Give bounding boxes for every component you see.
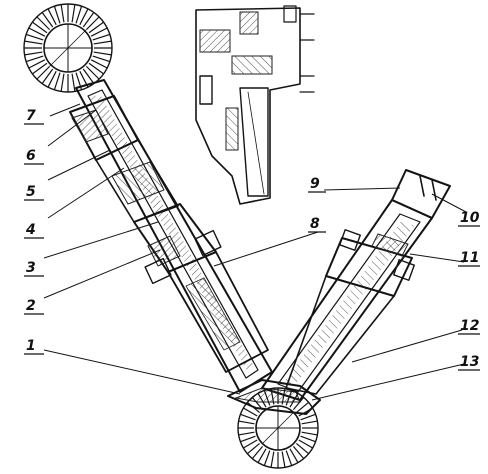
gear-tooth — [295, 401, 310, 414]
callout-5: 5 — [26, 184, 36, 200]
gear-tooth — [238, 431, 255, 436]
gear-tooth — [53, 5, 61, 24]
callout-1: 1 — [26, 338, 36, 354]
gear-tooth — [90, 27, 108, 37]
gear-tooth — [41, 68, 54, 84]
gear-tooth — [47, 70, 57, 88]
upper-bevel-gear — [23, 3, 113, 93]
gear-tooth — [240, 413, 256, 421]
callout-4: 4 — [25, 222, 36, 238]
gear-tooth — [292, 396, 305, 411]
gear-tooth — [25, 55, 44, 63]
gear-tooth — [281, 388, 286, 405]
gear-tooth — [79, 8, 89, 26]
gear-tooth — [300, 413, 316, 421]
gear-tooth — [71, 73, 76, 92]
gear-tooth — [285, 450, 293, 466]
gear-tooth — [32, 21, 48, 34]
callout-2: 2 — [26, 298, 36, 314]
gear-tooth — [301, 420, 318, 425]
gear-tooth — [243, 439, 258, 449]
gear-tooth — [295, 442, 310, 455]
gear-tooth — [246, 401, 261, 414]
gear-tooth — [92, 55, 111, 63]
gear-tooth — [251, 396, 264, 411]
gear-tooth — [240, 435, 256, 443]
gear-teeth — [238, 388, 318, 468]
gear-tooth — [270, 451, 275, 468]
gear-tooth — [92, 33, 111, 41]
left-shaft-housing — [69, 79, 273, 393]
gear-tooth — [32, 62, 48, 75]
callout-8: 8 — [310, 216, 320, 232]
gear-tooth — [257, 448, 267, 463]
gear-tooth — [281, 451, 286, 468]
leader-lines — [43, 103, 467, 401]
gear-teeth — [24, 4, 112, 92]
gear-tooth — [41, 12, 54, 28]
gear-tooth — [93, 40, 112, 45]
gear-tooth — [243, 407, 258, 417]
gear-tooth — [85, 16, 100, 31]
gear-tooth — [24, 51, 43, 56]
gear-tooth — [251, 445, 264, 460]
callout-12: 12 — [460, 318, 479, 334]
gear-tooth — [90, 59, 108, 69]
callout-3: 3 — [26, 260, 36, 276]
gear-tooth — [93, 51, 112, 56]
gear-tooth — [24, 40, 43, 45]
right-shaft-housing — [261, 169, 451, 401]
gear-tooth — [298, 407, 313, 417]
callout-labels: 7 6 5 4 3 2 1 8 9 10 11 12 13 — [24, 108, 480, 371]
gear-tooth — [36, 16, 51, 31]
gear-tooth — [270, 388, 275, 405]
gear-tooth — [238, 420, 255, 425]
gear-tooth — [71, 4, 76, 23]
callout-6: 6 — [26, 148, 36, 164]
callout-7: 7 — [26, 108, 36, 124]
gear-tooth — [88, 21, 104, 34]
gear-tooth — [300, 435, 316, 443]
lower-bevel-gear — [227, 379, 321, 469]
inset-section-view — [195, 5, 315, 205]
gear-tooth — [289, 448, 299, 463]
gear-tooth — [36, 65, 51, 80]
gear-tooth — [263, 450, 271, 466]
gear-tooth — [53, 72, 61, 91]
callout-10: 10 — [460, 210, 480, 226]
gear-tooth — [301, 431, 318, 436]
gear-tooth — [298, 439, 313, 449]
gear-tooth — [75, 5, 83, 24]
gear-tooth — [47, 8, 57, 26]
callout-11: 11 — [460, 250, 479, 266]
gear-tooth — [285, 390, 293, 406]
callout-13: 13 — [460, 354, 479, 370]
gear-tooth — [82, 68, 95, 84]
gear-tooth — [82, 12, 95, 28]
gear-tooth — [60, 73, 65, 92]
gear-tooth — [28, 27, 46, 37]
gear-tooth — [88, 62, 104, 75]
gear-tooth — [25, 33, 44, 41]
gear-tooth — [289, 393, 299, 408]
callout-9: 9 — [310, 176, 320, 192]
gear-tooth — [28, 59, 46, 69]
gear-tooth — [85, 65, 100, 80]
gear-tooth — [246, 442, 261, 455]
gear-tooth — [60, 4, 65, 23]
gear-tooth — [292, 445, 305, 460]
gear-tooth — [257, 393, 267, 408]
gear-tooth — [263, 390, 271, 406]
